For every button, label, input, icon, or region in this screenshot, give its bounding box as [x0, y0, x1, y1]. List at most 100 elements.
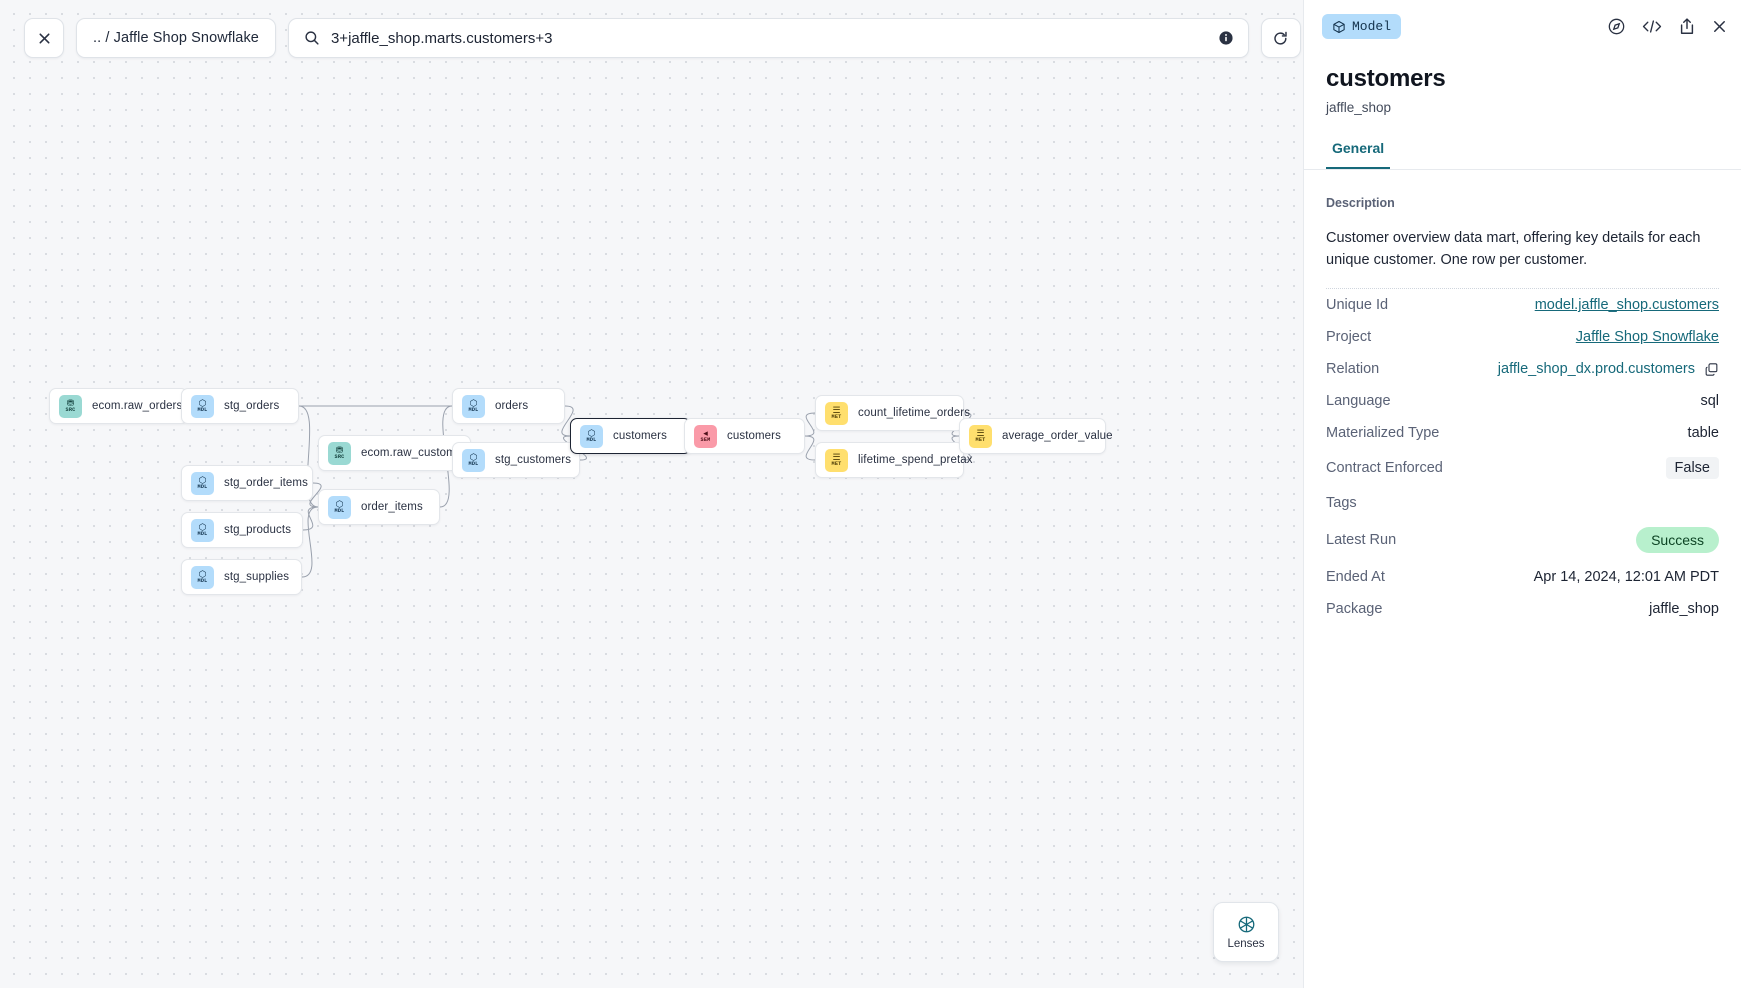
metadata-key: Ended At — [1326, 569, 1385, 585]
resource-type-badge[interactable]: Model — [1322, 14, 1402, 39]
met-type-icon: ☰MET — [825, 448, 848, 472]
metadata-key: Package — [1326, 601, 1383, 617]
metadata-value-wrap: model.jaffle_shop.customers — [1535, 297, 1719, 313]
page-title: customers — [1326, 65, 1446, 92]
metadata-value-wrap: Success — [1636, 527, 1719, 553]
graph-node-label: stg_order_items — [224, 477, 308, 489]
metadata-value: jaffle_shop — [1649, 601, 1719, 617]
metadata-row: Tags — [1326, 487, 1719, 519]
graph-edge — [298, 405, 319, 508]
metadata-key: Materialized Type — [1326, 425, 1440, 441]
metadata-value: jaffle_shop_dx.prod.customers — [1497, 361, 1695, 377]
sem-type-icon: ◂SEM — [694, 424, 717, 448]
copy-icon[interactable] — [1704, 362, 1719, 377]
metadata-key: Language — [1326, 393, 1391, 409]
search-input[interactable] — [330, 29, 1207, 47]
mdl-type-icon: ⬡MDL — [191, 565, 214, 589]
code-icon[interactable] — [1641, 17, 1663, 36]
details-panel: Model — [1303, 0, 1741, 988]
refresh-icon — [1274, 31, 1288, 45]
graph-node-label: lifetime_spend_pretax — [858, 454, 973, 466]
graph-node-label: average_order_value — [1002, 430, 1113, 442]
metadata-value-wrap: jaffle_shop_dx.prod.customers — [1498, 361, 1719, 377]
panel-tabs: General — [1304, 140, 1741, 170]
metadata-value-wrap: jaffle_shop — [1649, 601, 1719, 617]
graph-node-label: stg_products — [224, 524, 292, 536]
tab-general[interactable]: General — [1326, 140, 1391, 169]
graph-node-lifetime_spend_pretax[interactable]: ☰MET lifetime_spend_pretax — [815, 442, 973, 478]
graph-edge — [804, 435, 816, 461]
metadata-row: Latest Run Success — [1326, 519, 1719, 561]
graph-node-label: ecom.raw_orders — [92, 400, 183, 412]
graph-node-stg_order_items[interactable]: ⬡MDL stg_order_items — [181, 465, 313, 501]
mdl-type-icon: ⬡MDL — [328, 495, 351, 519]
metadata-key: Unique Id — [1326, 297, 1389, 313]
lenses-label: Lenses — [1227, 937, 1265, 950]
close-lineage-button[interactable] — [24, 18, 64, 58]
mdl-type-icon: ⬡MDL — [191, 394, 214, 418]
resource-type-label: Model — [1352, 19, 1392, 34]
graph-edge — [309, 482, 322, 508]
metadata-key: Relation — [1326, 361, 1380, 377]
panel-toolbar: Model — [1304, 0, 1741, 53]
info-icon[interactable] — [1218, 30, 1234, 46]
metadata-row: Unique Id model.jaffle_shop.customers — [1326, 289, 1719, 321]
metadata-row: Relation jaffle_shop_dx.prod.customers — [1326, 353, 1719, 385]
lenses-button[interactable]: Lenses — [1213, 902, 1279, 962]
graph-node-ecom_raw_customers[interactable]: ⛃SRC ecom.raw_customers — [318, 435, 473, 471]
share-icon[interactable] — [1678, 17, 1696, 36]
graph-node-label: customers — [613, 430, 667, 442]
graph-node-average_order_value[interactable]: ☰MET average_order_value — [959, 418, 1112, 454]
description-text: Customer overview data mart, offering ke… — [1326, 230, 1701, 268]
metadata-row: Project Jaffle Shop Snowflake — [1326, 321, 1719, 353]
breadcrumb-button[interactable]: .. / Jaffle Shop Snowflake — [76, 18, 276, 58]
metadata-value[interactable]: model.jaffle_shop.customers — [1534, 297, 1719, 313]
aperture-icon — [1238, 916, 1254, 932]
graph-edge — [561, 405, 574, 437]
metadata-key: Latest Run — [1326, 532, 1397, 548]
metadata-value[interactable]: Jaffle Shop Snowflake — [1575, 329, 1719, 345]
metadata-value: Apr 14, 2024, 12:01 AM PDT — [1533, 569, 1719, 585]
met-type-icon: ☰MET — [969, 424, 992, 448]
explore-icon[interactable] — [1607, 17, 1626, 36]
mdl-type-icon: ⬡MDL — [191, 471, 214, 495]
mdl-type-icon: ⬡MDL — [191, 518, 214, 542]
refresh-button[interactable] — [1260, 18, 1301, 58]
cube-icon — [1333, 20, 1345, 33]
metadata-value-wrap: sql — [1700, 393, 1719, 409]
met-type-icon: ☰MET — [825, 401, 848, 425]
close-icon[interactable] — [1711, 18, 1728, 35]
graph-node-stg_orders[interactable]: ⬡MDL stg_orders — [181, 388, 299, 424]
metadata-key: Project — [1326, 329, 1372, 345]
metadata-row: Ended At Apr 14, 2024, 12:01 AM PDT — [1326, 561, 1719, 593]
graph-node-label: stg_orders — [224, 400, 280, 412]
lineage-canvas[interactable]: .. / Jaffle Shop Snowflake — [0, 0, 1303, 988]
graph-edge — [804, 412, 816, 437]
metadata-key: Tags — [1326, 495, 1357, 511]
mdl-type-icon: ⬡MDL — [462, 448, 485, 472]
graph-node-stg_supplies[interactable]: ⬡MDL stg_supplies — [181, 559, 302, 595]
lineage-search[interactable] — [287, 18, 1249, 58]
mdl-type-icon: ⬡MDL — [462, 394, 485, 418]
canvas-toolbar: .. / Jaffle Shop Snowflake — [24, 18, 1301, 58]
panel-header: customers jaffle_shop — [1304, 53, 1741, 115]
graph-node-stg_products[interactable]: ⬡MDL stg_products — [181, 512, 303, 548]
divider — [1326, 288, 1719, 289]
metadata-row: Language sql — [1326, 385, 1719, 417]
page-subtitle: jaffle_shop — [1326, 100, 1392, 115]
graph-node-label: ecom.raw_customers — [361, 447, 473, 459]
graph-node-label: stg_supplies — [224, 571, 290, 583]
src-type-icon: ⛃SRC — [328, 441, 351, 465]
